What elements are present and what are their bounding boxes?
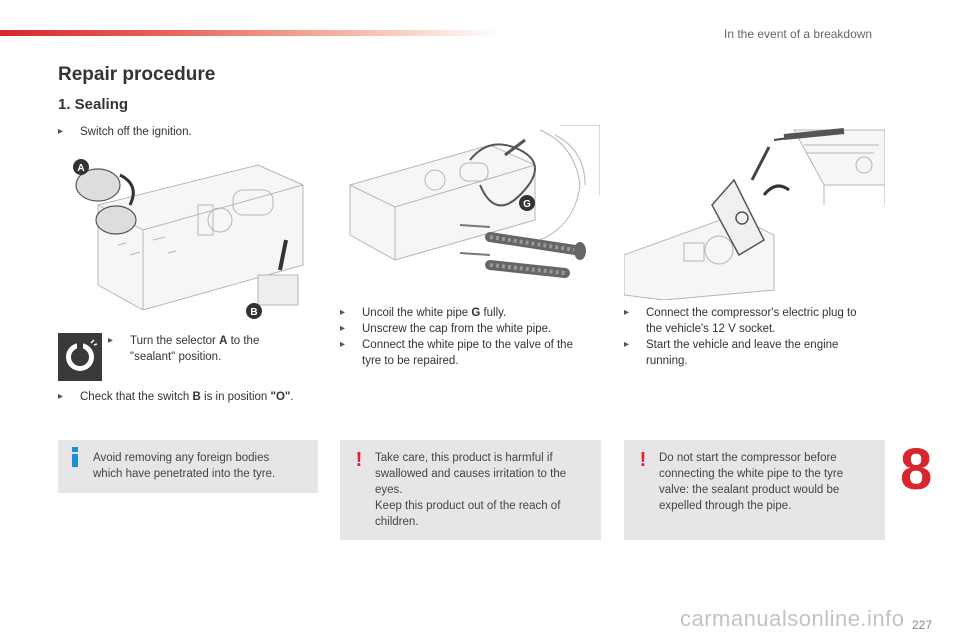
info-note: Avoid removing any foreign bodies which … — [58, 440, 318, 493]
bullet-icon: ▸ — [108, 335, 114, 346]
info-icon — [72, 447, 78, 467]
bullet-icon: ▸ — [58, 391, 64, 402]
section-heading: 1. Sealing — [58, 96, 129, 113]
callout-g: G — [523, 199, 531, 210]
step-uncoil-pipe: ▸ Uncoil the white pipe G fully. — [340, 307, 507, 319]
bullet-icon: ▸ — [624, 307, 630, 318]
chapter-number: 8 — [900, 437, 933, 502]
step-start-engine: ▸ Start the vehicle and leave the engine… — [624, 339, 839, 367]
illustration-selector-switch: A B — [58, 145, 318, 323]
page-title: Repair procedure — [58, 64, 216, 85]
step-switch-off: ▸ Switch off the ignition. — [58, 126, 192, 138]
page-number: 227 — [912, 618, 933, 632]
warning-icon: ! — [639, 449, 647, 471]
bullet-icon: ▸ — [624, 339, 630, 350]
warning-note-compressor: ! Do not start the compressor before con… — [624, 440, 885, 540]
bullet-icon: ▸ — [58, 126, 64, 137]
callout-a: A — [77, 163, 84, 174]
callout-b: B — [250, 307, 257, 318]
watermark: carmanualsonline.info — [680, 606, 905, 631]
illustration-electric-plug — [624, 125, 885, 300]
warning-note-harmful: ! Take care, this product is harmful if … — [340, 440, 601, 540]
step-unscrew-cap: ▸ Unscrew the cap from the white pipe. — [340, 323, 552, 335]
step-connect-plug: ▸ Connect the compressor's electric plug… — [624, 307, 857, 335]
bullet-icon: ▸ — [340, 339, 346, 350]
step-turn-selector: ▸ Turn the selector A to the "sealant" p… — [108, 335, 260, 363]
step-connect-pipe: ▸ Connect the white pipe to the valve of… — [340, 339, 573, 367]
section-title: In the event of a breakdown — [724, 27, 873, 41]
selector-dial-icon — [58, 333, 102, 381]
illustration-white-pipe: G — [340, 125, 600, 300]
bullet-icon: ▸ — [340, 307, 346, 318]
warning-icon: ! — [355, 449, 363, 471]
header-accent-bar — [0, 30, 500, 36]
bullet-icon: ▸ — [340, 323, 346, 334]
step-check-switch: ▸ Check that the switch B is in position… — [58, 391, 294, 403]
